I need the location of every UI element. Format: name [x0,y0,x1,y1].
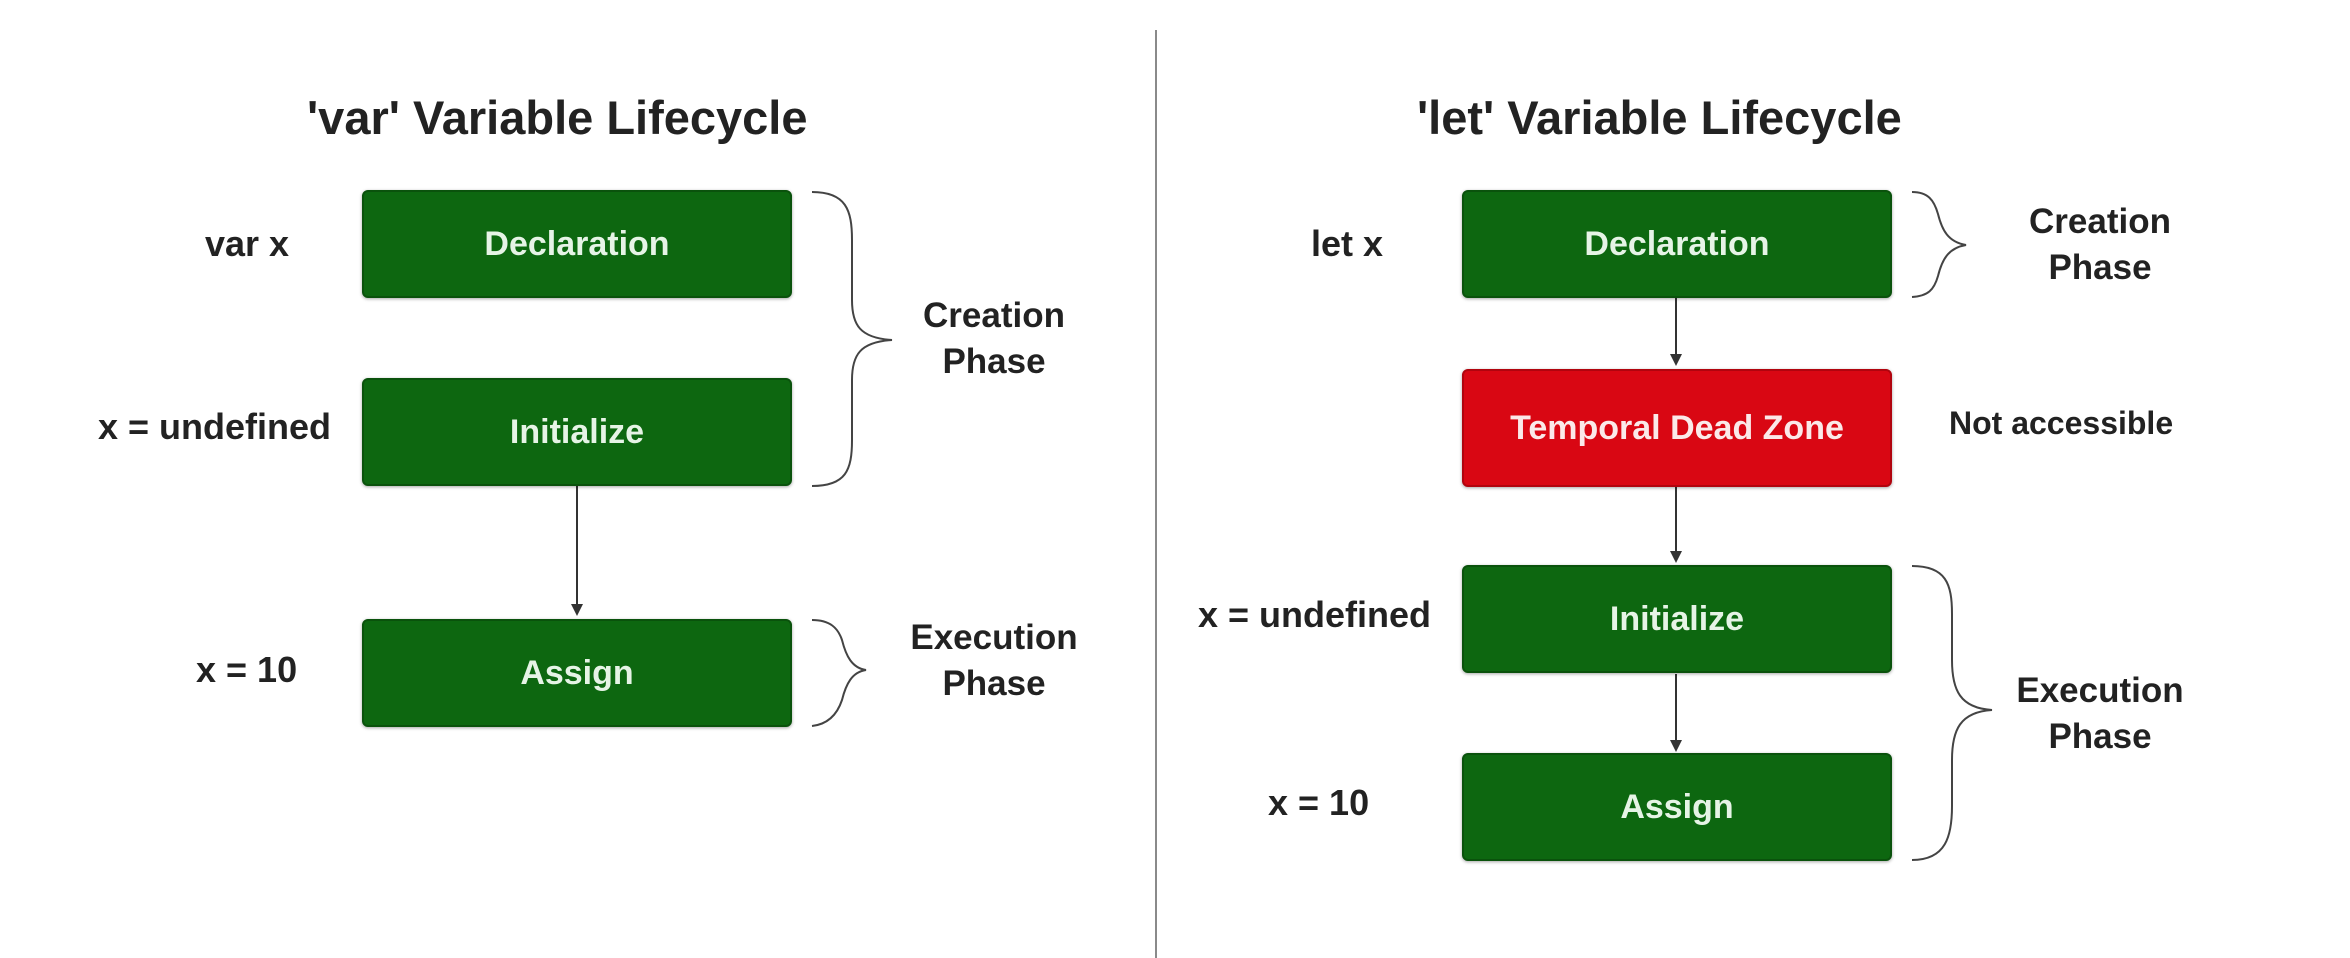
let-declaration-box-text: Declaration [1584,224,1770,263]
var-initialize-box: Initialize [362,378,792,486]
brace-execution-right [1911,565,1993,861]
let-declaration-label: let x [1311,223,1384,264]
let-assign-box: Assign [1462,753,1892,861]
let-creation-phase-line1: Creation [2029,202,2171,241]
var-assign-box: Assign [362,619,792,727]
brace-creation-right [1911,191,1967,298]
let-assign-label: x = 10 [1268,782,1370,823]
not-accessible-note: Not accessible [1949,405,2174,441]
var-lifecycle-title: 'var' Variable Lifecycle [307,91,808,144]
let-lifecycle-title: 'let' Variable Lifecycle [1417,91,1902,144]
var-declaration-label: var x [205,223,290,264]
var-initialize-label: x = undefined [98,406,332,447]
temporal-dead-zone-box-text: Temporal Dead Zone [1510,408,1844,447]
var-execution-phase-line2: Phase [942,664,1046,703]
let-execution-phase-line2: Phase [2048,717,2152,756]
var-assign-box-text: Assign [520,653,634,692]
var-initialize-box-text: Initialize [509,412,645,451]
var-creation-phase-line2: Phase [942,342,1046,381]
let-initialize-box: Initialize [1462,565,1892,673]
let-declaration-box: Declaration [1462,190,1892,298]
brace-execution-left [811,619,867,727]
temporal-dead-zone-box: Temporal Dead Zone [1462,369,1892,487]
var-execution-phase-label: Execution Phase [884,615,1104,707]
var-assign-label: x = 10 [196,649,298,690]
let-execution-phase-label: Execution Phase [1990,668,2210,760]
let-creation-phase-line2: Phase [2048,248,2152,287]
var-creation-phase-label: Creation Phase [884,293,1104,385]
var-execution-phase-line1: Execution [910,618,1078,657]
let-assign-box-text: Assign [1620,787,1734,826]
var-creation-phase-line1: Creation [923,296,1065,335]
let-creation-phase-label: Creation Phase [1990,199,2210,291]
brace-creation-left [811,191,893,487]
let-initialize-label: x = undefined [1198,594,1432,635]
let-execution-phase-line1: Execution [2016,671,2184,710]
let-initialize-box-text: Initialize [1609,599,1745,638]
var-declaration-box-text: Declaration [484,224,670,263]
var-declaration-box: Declaration [362,190,792,298]
